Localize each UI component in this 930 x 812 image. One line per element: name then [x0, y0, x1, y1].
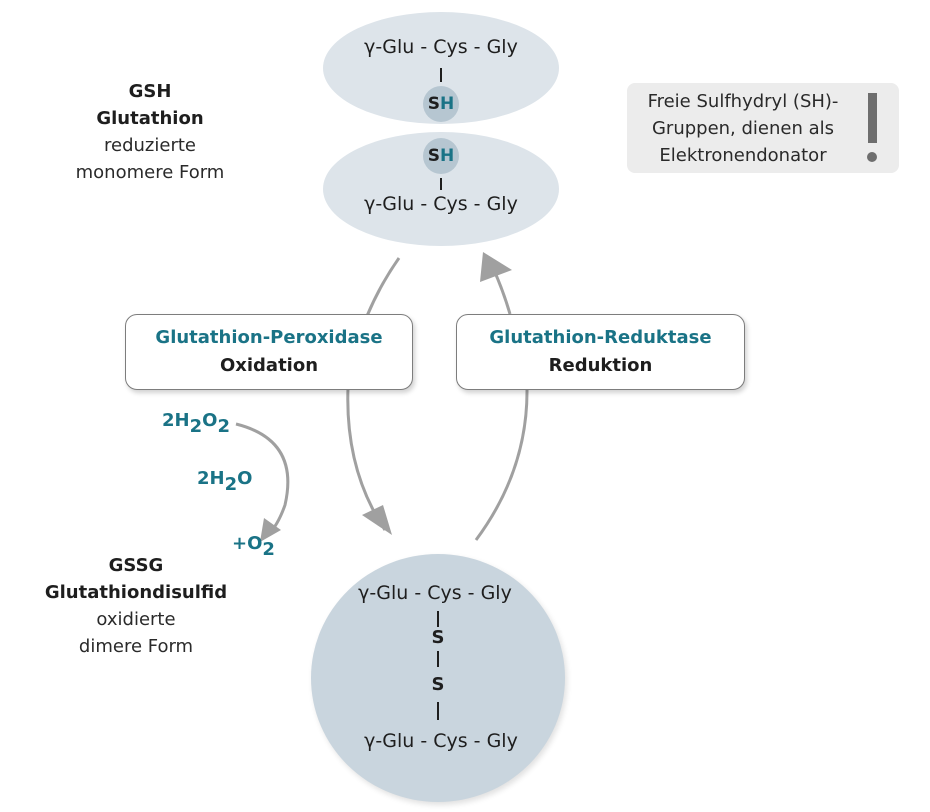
gsh-label: GSH Glutathion reduzierte monomere Form: [40, 78, 260, 186]
hydrogen-atom: H: [440, 94, 455, 114]
h2o2-reaction-arrowhead: [260, 518, 281, 542]
gsh-desc-line1: reduzierte: [104, 135, 196, 156]
bond-line: [437, 702, 439, 720]
sulfur-atom: S: [427, 146, 440, 166]
oxidation-label: Oxidation: [219, 355, 319, 376]
gsh-desc-line2: monomere Form: [75, 162, 225, 183]
note-line2: Gruppen, dienen als: [651, 118, 835, 139]
reduction-label: Reduktion: [548, 355, 653, 376]
gssg-label: GSSG Glutathiondisulfid oxidierte dimere…: [30, 552, 242, 660]
oxidation-arrowhead: [362, 505, 392, 535]
peptide-chain: γ-Glu - Cys - Gly: [364, 36, 518, 58]
bond-line: [440, 178, 442, 190]
reduction-arrow-lower: [474, 387, 529, 541]
oxidation-arrow-upper: [365, 257, 401, 317]
gsh-abbrev: GSH: [128, 81, 172, 102]
reductase-enzyme: Glutathion-Reduktase: [489, 327, 712, 348]
gssg-molecule: γ-Glu - Cys - Gly S S γ-Glu - Cys - Gly: [311, 554, 565, 802]
sulfur-atom: S: [427, 94, 440, 114]
h2o2-label: 2H2O2: [162, 410, 230, 437]
sulfur-atom-1: S: [431, 627, 445, 648]
gsh-name: Glutathion: [96, 108, 204, 129]
bond-line: [437, 651, 439, 667]
reductase-box: Glutathion-Reduktase Reduktion: [456, 314, 745, 390]
o2-label: +O2: [232, 533, 275, 560]
note-line3: Elektronendonator: [659, 145, 827, 166]
gssg-desc-line2: dimere Form: [78, 636, 194, 657]
gssg-abbrev: GSSG: [108, 555, 164, 576]
hydrogen-atom: H: [440, 146, 455, 166]
gssg-desc-line1: oxidierte: [96, 609, 176, 630]
note-text: Freie Sulfhydryl (SH)- Gruppen, dienen a…: [627, 88, 859, 169]
info-note: Freie Sulfhydryl (SH)- Gruppen, dienen a…: [627, 83, 899, 173]
reduction-arrowhead: [480, 252, 512, 282]
h2o-label: 2H2O: [197, 468, 253, 495]
peroxidase-enzyme: Glutathion-Peroxidase: [155, 327, 383, 348]
sulfur-atom-2: S: [431, 674, 445, 695]
gssg-name: Glutathiondisulfid: [44, 582, 228, 603]
bond-line: [440, 68, 442, 82]
peptide-chain: γ-Glu - Cys - Gly: [364, 193, 518, 215]
peptide-chain-bottom: γ-Glu - Cys - Gly: [364, 730, 518, 752]
peptide-chain-top: γ-Glu - Cys - Gly: [358, 582, 512, 604]
note-line1: Freie Sulfhydryl (SH)-: [647, 91, 839, 112]
bond-line: [437, 611, 439, 627]
peroxidase-box: Glutathion-Peroxidase Oxidation: [125, 314, 413, 390]
